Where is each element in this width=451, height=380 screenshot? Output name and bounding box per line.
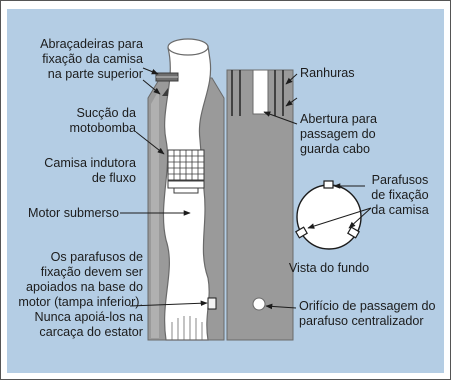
discharge-pipe-top <box>167 38 209 56</box>
diagram-panel <box>7 9 444 373</box>
label-camisa: Camisa indutora de fluxo <box>44 156 136 185</box>
svg-text:Parafusos: Parafusos <box>372 173 429 187</box>
flow-jacket-assembly <box>147 38 225 341</box>
svg-text:motor (tampa inferior).: motor (tampa inferior). <box>18 295 143 309</box>
svg-text:Os parafusos de: Os parafusos de <box>51 250 143 264</box>
svg-text:guarda cabo: guarda cabo <box>300 142 370 156</box>
svg-text:Orifício de passagem do: Orifício de passagem do <box>299 299 436 313</box>
svg-text:Vista do fundo: Vista do fundo <box>289 261 369 275</box>
svg-text:Nunca apoiá-los na: Nunca apoiá-los na <box>34 310 143 324</box>
bottom-view <box>295 180 362 250</box>
bottom-view-circle <box>296 184 362 250</box>
svg-text:Abraçadeiras para: Abraçadeiras para <box>40 37 143 51</box>
motor-base-fins <box>171 316 203 340</box>
centralizer-hole <box>252 297 266 311</box>
screw-left <box>295 226 308 239</box>
svg-text:fixação da camisa: fixação da camisa <box>42 52 143 66</box>
label-parafusos-fixacao: Parafusos de fixação da camisa <box>371 173 428 217</box>
label-abertura: Abertura para passagem do guarda cabo <box>300 112 377 156</box>
svg-text:fixação devem ser: fixação devem ser <box>41 265 143 279</box>
svg-text:de fixação: de fixação <box>371 188 428 202</box>
screw-top <box>323 180 334 189</box>
label-succao: Sucção da motobomba <box>69 106 136 135</box>
label-orificio: Orifício de passagem do parafuso central… <box>299 299 436 328</box>
svg-text:Ranhuras: Ranhuras <box>300 66 355 80</box>
label-vista: Vista do fundo <box>289 261 369 275</box>
svg-text:de fluxo: de fluxo <box>92 171 136 185</box>
label-parafusos-nota: Os parafusos de fixação devem ser apoiad… <box>18 250 143 339</box>
svg-text:na parte superior: na parte superior <box>48 67 143 81</box>
fixing-screw <box>207 297 217 310</box>
svg-text:da camisa: da camisa <box>371 203 428 217</box>
svg-text:Camisa indutora: Camisa indutora <box>44 156 136 170</box>
suction-grid <box>167 149 205 181</box>
jacket-side-view <box>226 69 294 341</box>
label-motor: Motor submerso <box>28 206 119 220</box>
svg-text:apoiados na base do: apoiados na base do <box>26 280 143 294</box>
svg-text:Sucção da: Sucção da <box>76 106 136 120</box>
svg-text:motobomba: motobomba <box>69 121 136 135</box>
svg-text:carcaça do estator: carcaça do estator <box>39 325 143 339</box>
cable-guard-opening <box>252 69 269 115</box>
screw-right <box>347 226 360 239</box>
label-ranhuras: Ranhuras <box>300 66 355 80</box>
svg-text:passagem do: passagem do <box>300 127 376 141</box>
leader-lines <box>120 67 372 310</box>
motor-coupling <box>167 180 205 189</box>
svg-text:Motor submerso: Motor submerso <box>28 206 119 220</box>
svg-text:parafuso centralizador: parafuso centralizador <box>299 314 424 328</box>
label-abracadeiras: Abraçadeiras para fixação da camisa na p… <box>40 37 143 81</box>
svg-text:Abertura para: Abertura para <box>300 112 377 126</box>
